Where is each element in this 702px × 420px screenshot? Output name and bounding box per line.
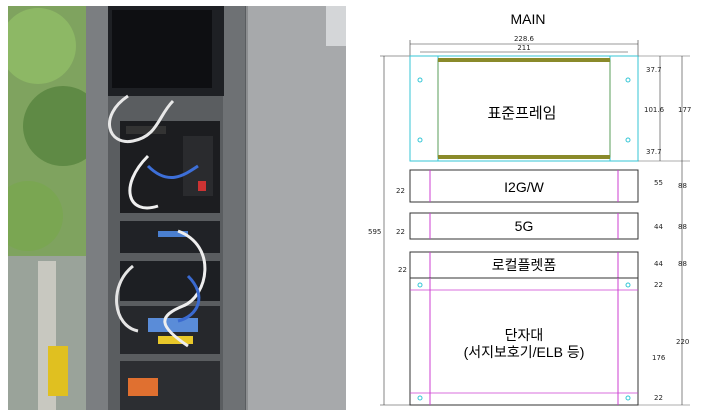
dim-local-gap: 88 (678, 260, 687, 268)
standard-frame-module: 표준프레임 (409, 55, 639, 162)
dim-i2gw-gap: 88 (678, 182, 687, 190)
i2gw-module: I2G/W (409, 169, 639, 203)
dim-frame-total: 177 (678, 106, 691, 114)
label-terminal-block-1: 단자대 (505, 327, 544, 343)
dim-5g-h: 44 (654, 223, 663, 231)
dim-left-b: 22 (396, 228, 405, 236)
label-standard-frame: 표준프레임 (487, 105, 556, 122)
dim-term-mid: 176 (652, 354, 666, 362)
dim-term-top: 22 (654, 281, 663, 289)
dim-top-outer: 228.6 (514, 35, 535, 43)
dim-overall: 595 (368, 228, 381, 236)
label-i2gw: I2G/W (504, 179, 544, 195)
dim-term-bot: 22 (654, 394, 663, 402)
label-local-platform: 로컬플렛폼 (492, 257, 557, 273)
dim-top-inner: 211 (517, 44, 530, 52)
dim-5g-gap: 88 (678, 223, 687, 231)
dim-term-total: 220 (676, 338, 689, 346)
dim-r3: 37.7 (646, 148, 662, 156)
terminal-block-module: 단자대 (서지보호기/ELB 등) (409, 277, 639, 406)
label-terminal-block-2: (서지보호기/ELB 등) (464, 344, 585, 360)
dim-r2: 101.6 (644, 106, 665, 114)
dim-left-a: 22 (396, 187, 405, 195)
local-platform-module: 로컬플렛폼 (409, 251, 639, 279)
dim-local-h: 44 (654, 260, 663, 268)
rack-layout-drawing: MAIN 228.6 211 595 표준프레임 I2G/W 5G (368, 11, 691, 406)
fiveg-module: 5G (409, 212, 639, 240)
dim-i2gw-h: 55 (654, 179, 663, 187)
dim-left-c: 22 (398, 266, 407, 274)
label-5g: 5G (515, 218, 534, 234)
drawing-title: MAIN (511, 11, 546, 27)
rack-photo (8, 6, 346, 410)
dim-r1: 37.7 (646, 66, 662, 74)
